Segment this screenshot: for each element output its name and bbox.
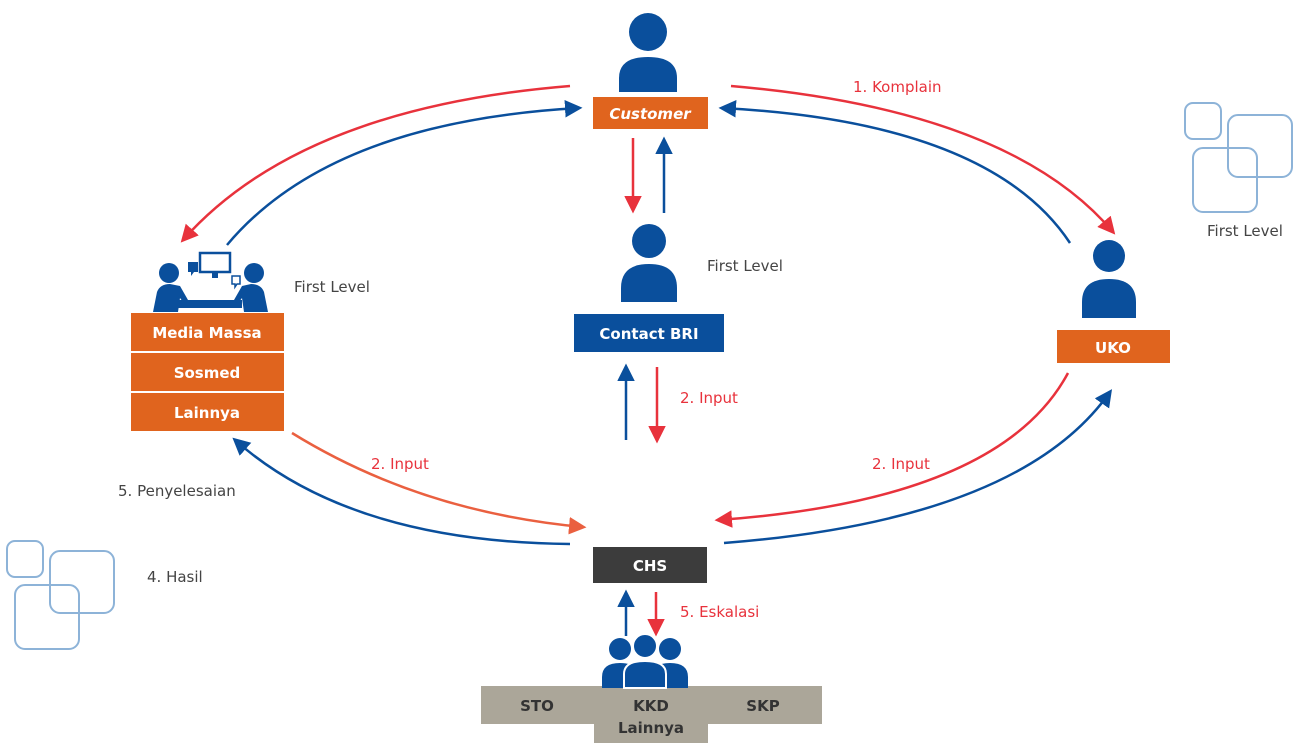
bottom-bar [481, 686, 822, 724]
meeting-icon [153, 251, 268, 312]
customer-box [593, 97, 708, 129]
decorative-squares-icon [1184, 102, 1293, 213]
kkd-label: KKD [633, 697, 669, 715]
contact-bri-box [574, 314, 724, 352]
first-level-contact-label: First Level [707, 257, 783, 275]
input-contact-label: 2. Input [680, 389, 738, 407]
arrow-media-to-customer [226, 100, 583, 246]
arrow-uko-to-customer [718, 99, 1072, 244]
uko-box [1057, 330, 1170, 363]
chs-box [593, 547, 707, 583]
customer-label: Customer [609, 105, 692, 123]
input-media-label: 2. Input [371, 455, 429, 473]
eskalasi-label: 5. Eskalasi [680, 603, 759, 621]
komplain-label: 1. Komplain [853, 78, 942, 96]
arrow-chs-to-media [232, 437, 571, 546]
first-level-media-label: First Level [294, 278, 370, 296]
first-level-uko-label: First Level [1207, 222, 1283, 240]
lainnya-media-label: Lainnya [174, 404, 240, 422]
arrow-chs-to-uko [723, 389, 1113, 545]
contact-bri-label: Contact BRI [599, 325, 698, 343]
penyelesaian-label: 5. Penyelesaian [118, 482, 236, 500]
sto-label: STO [520, 697, 554, 715]
person-icon [619, 13, 677, 92]
arrow-customer-to-media [180, 84, 571, 243]
uko-label: UKO [1095, 339, 1131, 357]
arrow-uko-to-chs [714, 372, 1070, 528]
input-uko-label: 2. Input [872, 455, 930, 473]
media-massa-box [131, 313, 284, 351]
media-massa-label: Media Massa [152, 324, 261, 342]
arrow-customer-to-uko [730, 84, 1116, 235]
skp-label: SKP [746, 697, 779, 715]
team-icon [602, 633, 688, 689]
person-icon [1082, 240, 1136, 318]
sosmed-box [131, 353, 284, 391]
bottom-bar-tab [594, 724, 708, 743]
hasil-label: 4. Hasil [147, 568, 203, 586]
arrow-media-to-chs [291, 431, 587, 535]
lainnya-bottom-label: Lainnya [618, 719, 684, 737]
chs-label: CHS [633, 557, 667, 575]
person-icon [621, 224, 677, 302]
sosmed-label: Sosmed [174, 364, 241, 382]
decorative-squares-icon [6, 540, 115, 650]
lainnya-media-box [131, 393, 284, 431]
